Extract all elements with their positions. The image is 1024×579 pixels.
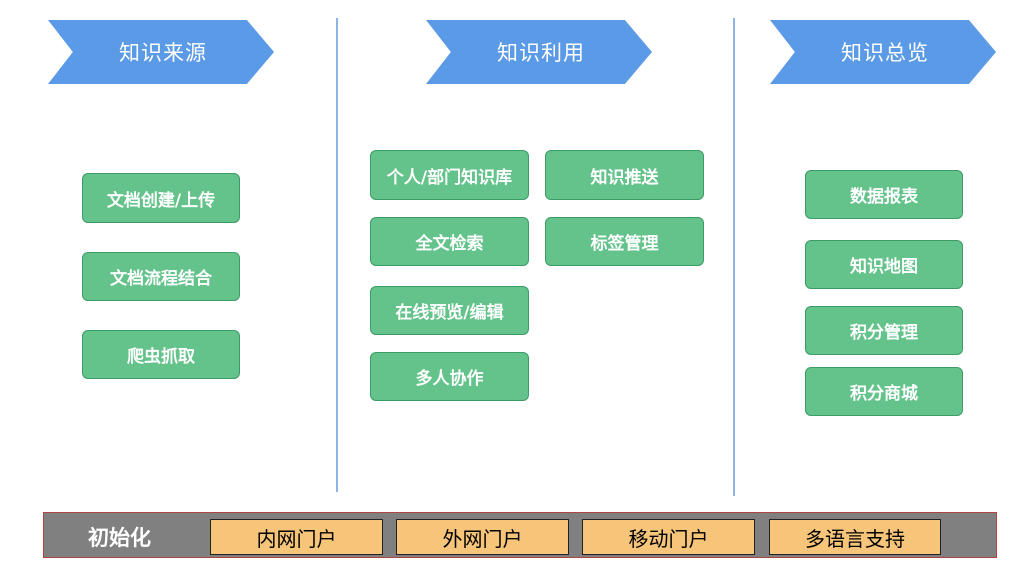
header-knowledge-use: 知识利用 bbox=[426, 20, 652, 84]
header-knowledge-overview: 知识总览 bbox=[770, 20, 996, 84]
item-online-preview-edit: 在线预览/编辑 bbox=[370, 286, 529, 335]
item-fulltext-search: 全文检索 bbox=[370, 217, 529, 266]
portal-intranet: 内网门户 bbox=[210, 519, 383, 555]
item-multi-collab: 多人协作 bbox=[370, 352, 529, 401]
portal-extranet: 外网门户 bbox=[396, 519, 569, 555]
item-doc-workflow: 文档流程结合 bbox=[82, 252, 240, 301]
header-knowledge-source: 知识来源 bbox=[48, 20, 274, 84]
item-knowledge-map: 知识地图 bbox=[805, 240, 963, 289]
header-label: 知识来源 bbox=[119, 41, 207, 65]
init-label: 初始化 bbox=[88, 526, 151, 550]
multi-language-support: 多语言支持 bbox=[769, 519, 941, 555]
column-divider bbox=[336, 18, 338, 492]
item-doc-create-upload: 文档创建/上传 bbox=[82, 173, 240, 223]
header-label: 知识利用 bbox=[497, 41, 585, 65]
item-knowledge-push: 知识推送 bbox=[545, 150, 704, 200]
item-tag-management: 标签管理 bbox=[545, 217, 704, 266]
init-bar: 初始化 内网门户 外网门户 移动门户 多语言支持 bbox=[43, 512, 997, 558]
item-points-management: 积分管理 bbox=[805, 306, 963, 355]
item-personal-dept-kb: 个人/部门知识库 bbox=[370, 150, 529, 200]
column-divider bbox=[733, 18, 735, 496]
item-crawler: 爬虫抓取 bbox=[82, 330, 240, 379]
header-label: 知识总览 bbox=[841, 41, 929, 65]
item-points-mall: 积分商城 bbox=[805, 367, 963, 416]
portal-mobile: 移动门户 bbox=[582, 519, 755, 555]
item-data-report: 数据报表 bbox=[805, 170, 963, 219]
